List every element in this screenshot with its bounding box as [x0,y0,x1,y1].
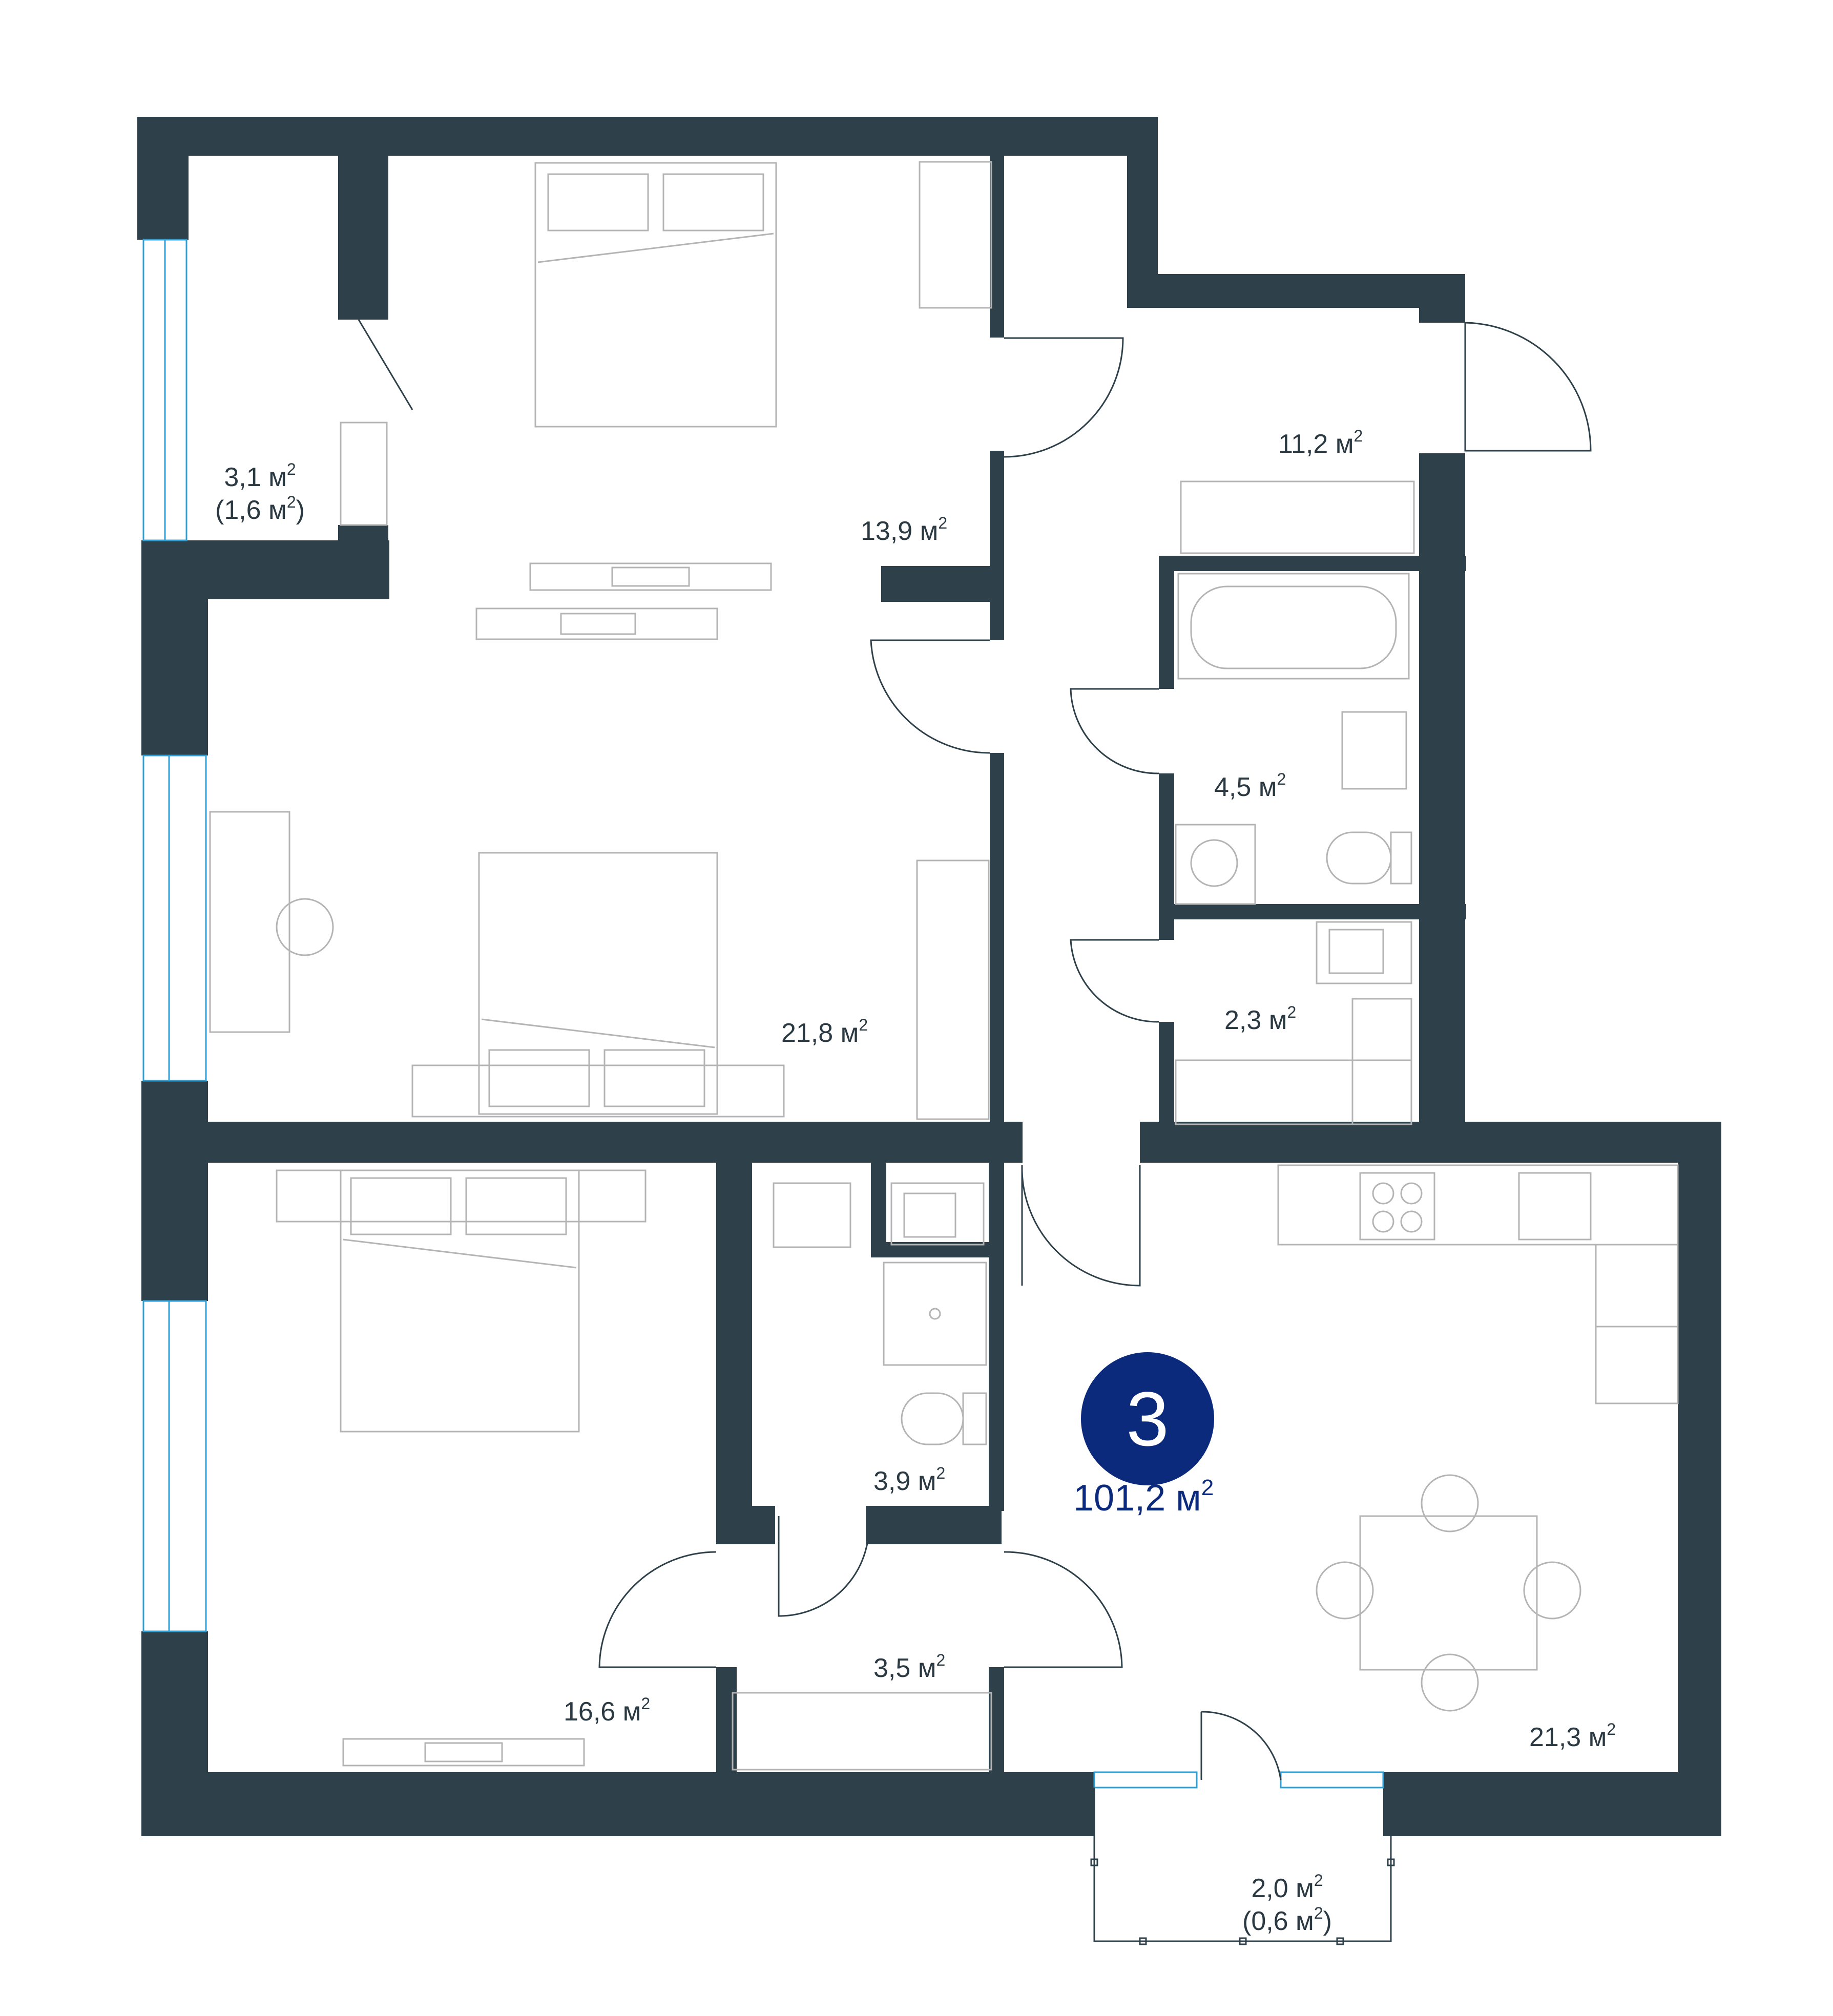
doors [358,319,1592,1780]
windows [142,239,1384,1789]
room-area-bedroom-top: 13,9 м2 [861,514,948,546]
room-area-kitchen-living: 21,3 м2 [1529,1720,1616,1752]
room-area-bathroom: 4,5 м2 [1214,770,1286,802]
room-area-hall-top: 11,2 м2 [1278,427,1363,459]
room-area-wardrobe: 3,1 м2 (1,6 м2) [215,460,305,525]
balcony-rail [1090,1788,1395,1945]
apartment-number-badge: 3 [1081,1352,1214,1485]
room-area-balcony: 2,0 м2 (0,6 м2) [1242,1871,1332,1936]
room-area-corridor: 3,5 м2 [873,1651,946,1683]
apartment-total-area: 101,2 м2 [1073,1475,1214,1519]
room-area-bedroom-middle: 21,8 м2 [781,1016,868,1048]
walls [137,117,1721,1836]
furniture [209,161,1679,1771]
room-area-bedroom-bottom: 16,6 м2 [564,1694,651,1727]
room-area-toilet: 3,9 м2 [873,1464,946,1496]
room-area-utility: 2,3 м2 [1224,1003,1297,1035]
